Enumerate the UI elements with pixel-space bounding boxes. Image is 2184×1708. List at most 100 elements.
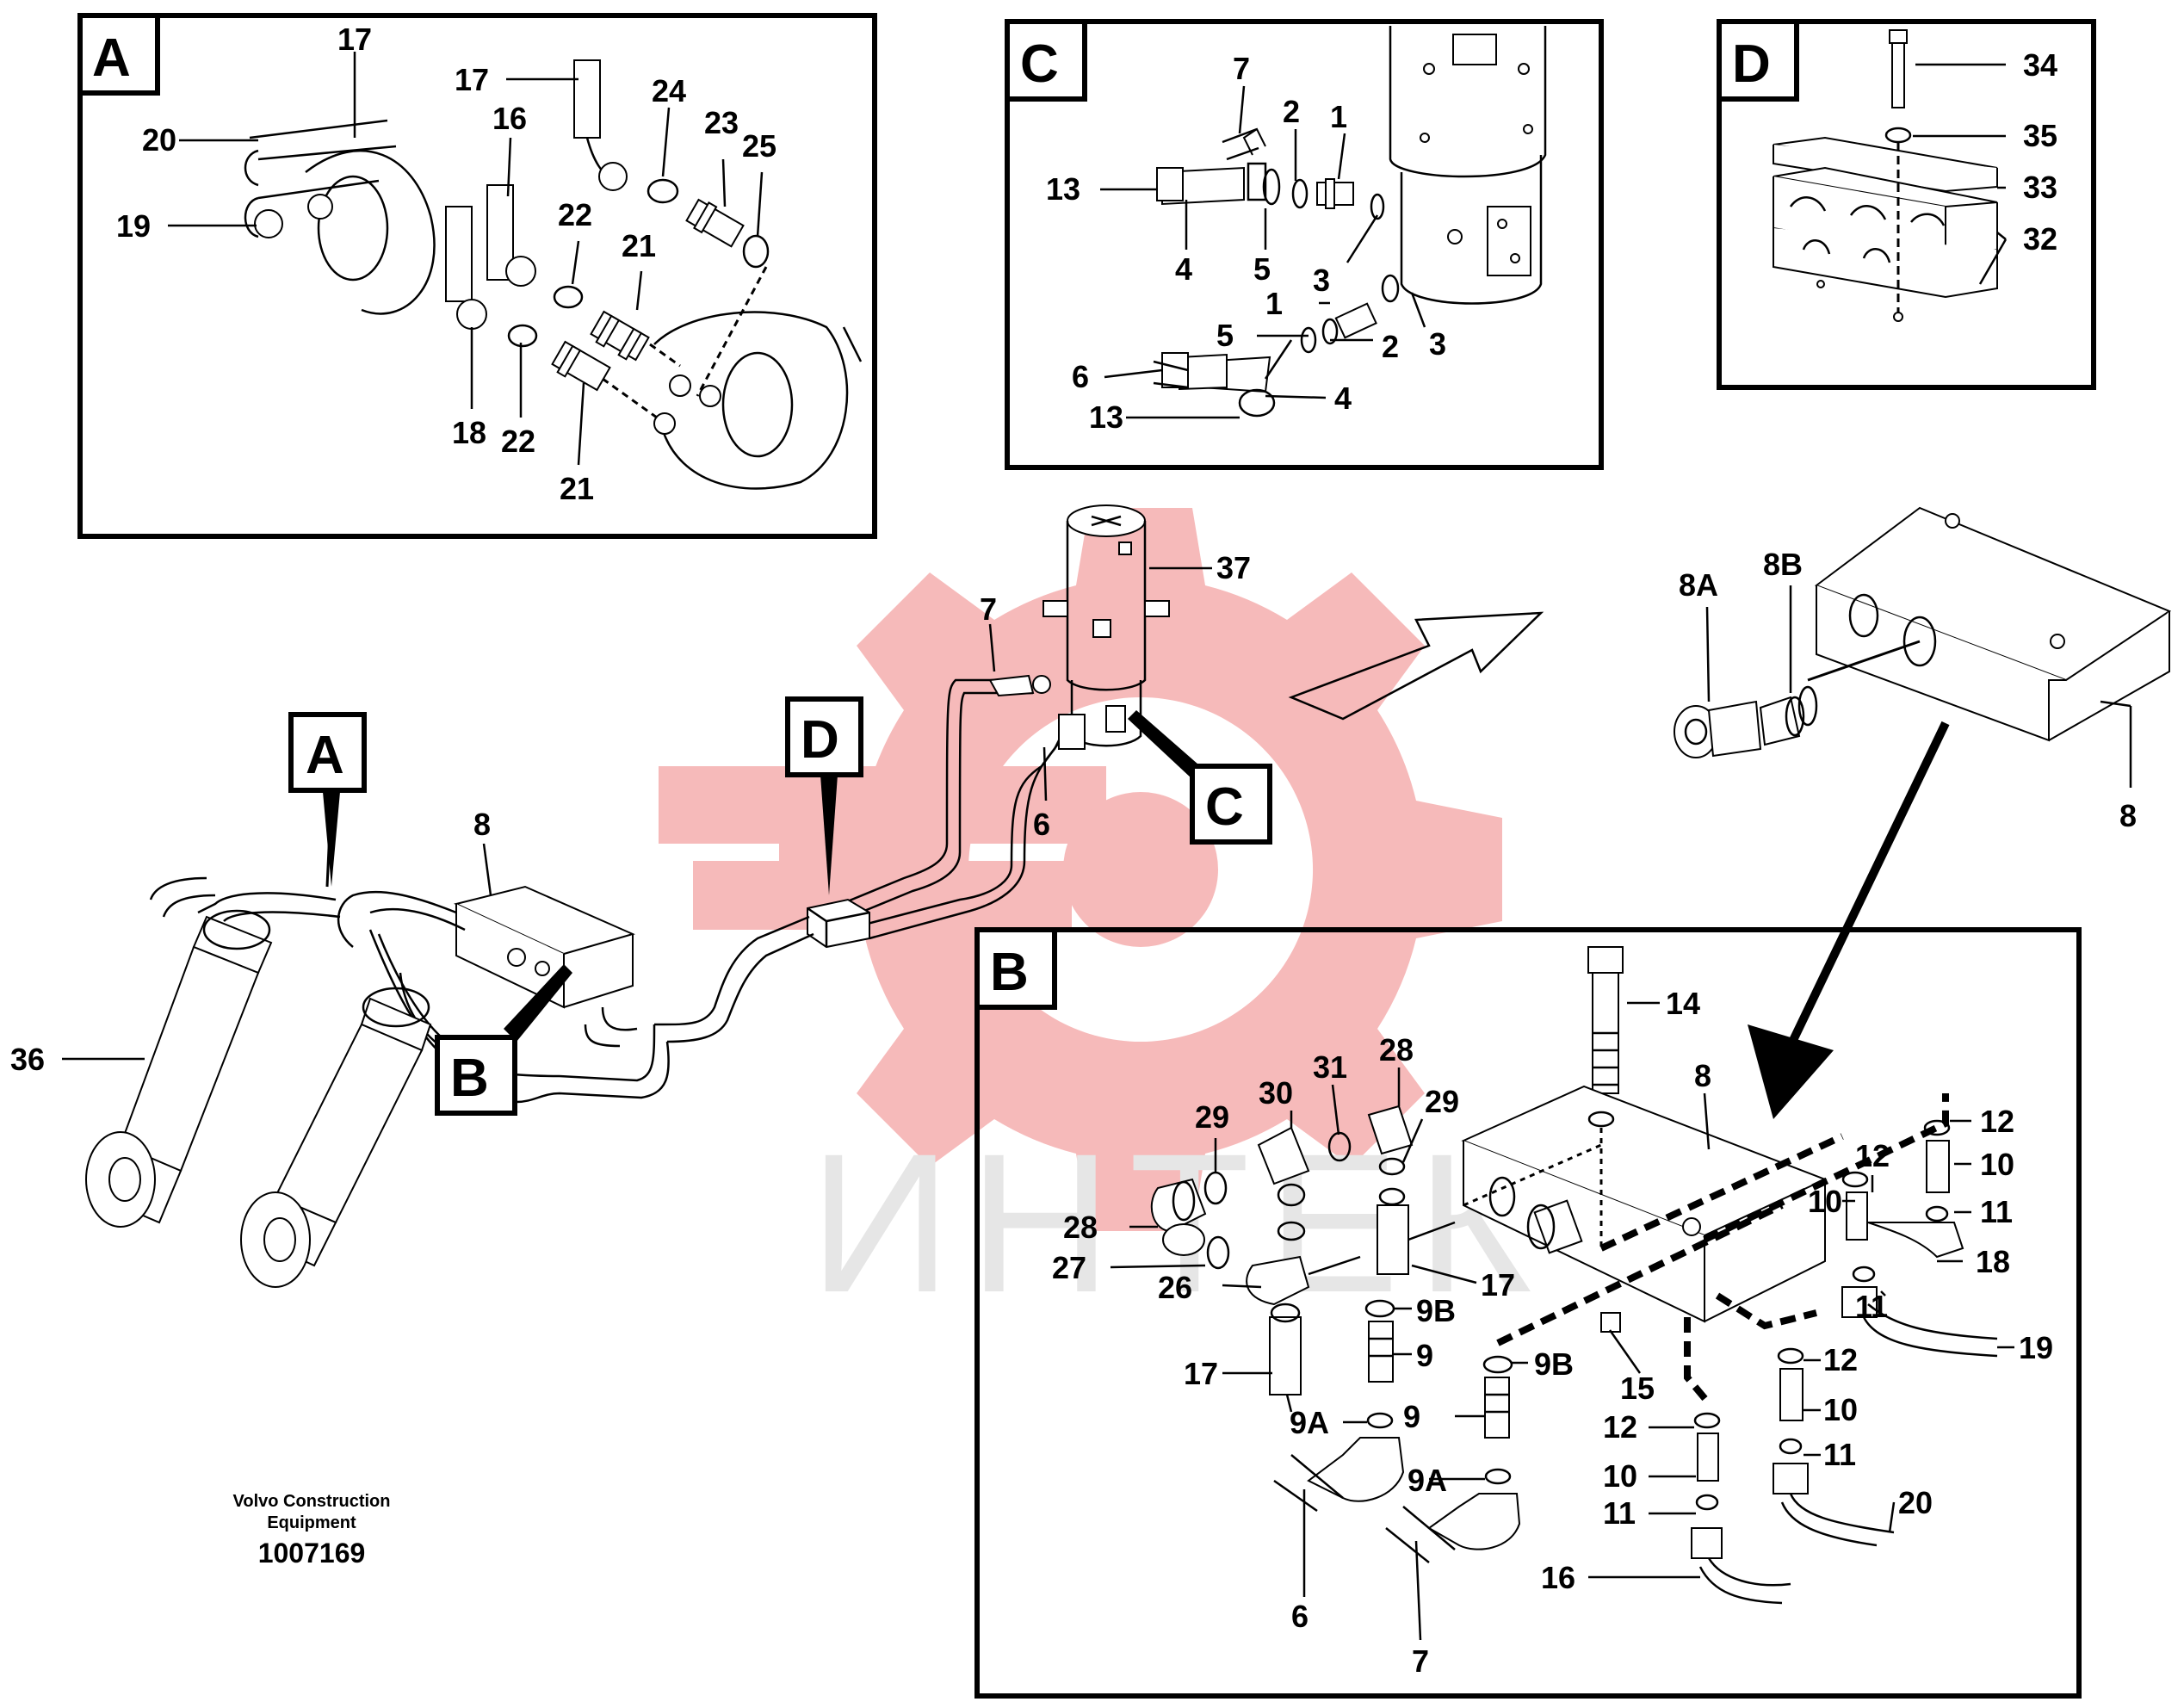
panel-a: A: [77, 13, 877, 539]
callout-label: 11: [1980, 1194, 2013, 1229]
callout-label: 12: [1823, 1342, 1858, 1377]
leader-lines: [62, 52, 2132, 1641]
callout-label: 9: [1403, 1399, 1420, 1434]
callout-label: 1: [1265, 286, 1283, 321]
callout-label: 23: [704, 105, 739, 140]
callout-label: 16: [1541, 1560, 1575, 1595]
callout-label: 13: [1046, 171, 1080, 207]
callout-label: 27: [1052, 1250, 1086, 1285]
callout-label: 2: [1283, 94, 1300, 129]
view-marker-a[interactable]: A: [288, 712, 367, 888]
main-assembly: [85, 504, 2172, 1288]
drawing-number: 1007169: [258, 1538, 366, 1569]
callout-label: 11: [1603, 1495, 1636, 1531]
callout-label: 28: [1063, 1210, 1098, 1245]
watermark: ИНТЕК: [659, 508, 1531, 1334]
view-marker-b[interactable]: B: [435, 964, 572, 1116]
panel-d-letter: D: [1732, 34, 1771, 94]
nipple-fitting: [685, 198, 745, 248]
callout-label: 17: [337, 22, 372, 57]
direction-arrow: [1288, 611, 1544, 721]
callout-label: 10: [1980, 1147, 2014, 1182]
callout-label: 10: [1808, 1184, 1842, 1219]
callout-label: 12: [1855, 1138, 1890, 1173]
panel-b: B: [974, 927, 2082, 1699]
panel-c-letter: C: [1020, 34, 1059, 94]
credit-line-1: Volvo Construction: [233, 1492, 391, 1511]
callout-label: 6: [1072, 359, 1089, 394]
callout-label: 5: [1253, 251, 1271, 287]
view-marker-b-letter: B: [450, 1049, 489, 1108]
callout-label: 20: [142, 122, 176, 158]
callout-label: 34: [2023, 47, 2057, 83]
callout-label: 25: [742, 128, 776, 164]
callout-label: 19: [116, 208, 151, 244]
callout-label: 22: [558, 197, 592, 232]
callout-label: 8B: [1763, 547, 1803, 582]
panel-a-letter: A: [92, 28, 131, 88]
clamp-block: [807, 898, 870, 949]
callout-label: 9B: [1534, 1346, 1574, 1382]
callout-label: 15: [1620, 1371, 1655, 1406]
callout-label: 18: [452, 415, 486, 450]
callout-label: 8A: [1679, 567, 1718, 603]
callout-label: 31: [1313, 1049, 1347, 1085]
callout-label: 30: [1259, 1075, 1293, 1111]
hydraulic-cylinder-right: [240, 987, 432, 1288]
callout-label: 8: [1694, 1058, 1711, 1093]
callout-label: 8: [473, 807, 491, 842]
panel-c-drawing: [1153, 26, 1547, 418]
callout-label: 7: [1233, 51, 1250, 86]
callout-label: 21: [622, 228, 656, 263]
callout-label: 16: [492, 101, 527, 136]
view-marker-d[interactable]: D: [785, 696, 863, 895]
callout-label: 17: [455, 62, 489, 97]
callout-label: 20: [1898, 1485, 1933, 1520]
callout-label: 2: [1382, 329, 1399, 364]
pointer-arrow: [1782, 721, 1950, 1057]
callout-label: 33: [2023, 170, 2057, 205]
callout-label: 17: [1184, 1356, 1218, 1391]
callout-label: 29: [1195, 1099, 1229, 1135]
callout-label: 9B: [1416, 1293, 1456, 1328]
nipple-fitting: [551, 340, 611, 392]
callout-label: 21: [560, 471, 594, 506]
callout-label: 28: [1379, 1032, 1414, 1068]
panel-d: D: [1717, 19, 2096, 390]
callout-label: 4: [1175, 251, 1192, 287]
watermark-gear-icon: [659, 508, 1502, 1231]
plug-8a: [1674, 700, 1762, 758]
callout-label: 3: [1313, 263, 1330, 298]
nipple-fitting: [590, 310, 650, 362]
callout-label: 11: [1823, 1437, 1856, 1472]
callout-label: 7: [1412, 1643, 1429, 1679]
callout-label: 8: [2119, 798, 2137, 833]
callout-label: 36: [10, 1042, 45, 1077]
valve-block: [454, 885, 635, 1009]
callout-label: 35: [2023, 118, 2057, 153]
view-marker-c[interactable]: C: [1128, 710, 1272, 845]
callout-label: 14: [1666, 986, 1700, 1021]
callout-label: 26: [1158, 1270, 1192, 1305]
callout-label: 6: [1033, 807, 1050, 842]
callout-label: 19: [2019, 1330, 2053, 1365]
panel-a-drawing: [244, 59, 863, 490]
callout-label: 9: [1416, 1338, 1433, 1373]
callout-label: 13: [1089, 399, 1123, 435]
valve-block-detail: [1807, 506, 2172, 742]
view-marker-a-letter: A: [306, 726, 344, 785]
accumulator: [1043, 504, 1170, 747]
callout-label: 3: [1429, 326, 1446, 362]
callout-label: 10: [1603, 1458, 1637, 1494]
callout-label: 12: [1980, 1104, 2014, 1139]
plug-8b: [1759, 685, 1818, 746]
callout-label: 22: [501, 424, 535, 459]
callout-label: 5: [1216, 318, 1234, 353]
callout-label: 4: [1334, 381, 1352, 416]
hydraulic-cylinder-left: [85, 909, 273, 1228]
view-marker-c-letter: C: [1205, 777, 1244, 837]
credit-line-2: Equipment: [267, 1513, 356, 1532]
panel-c: C: [1005, 19, 1604, 470]
callout-label: 9A: [1408, 1463, 1447, 1498]
